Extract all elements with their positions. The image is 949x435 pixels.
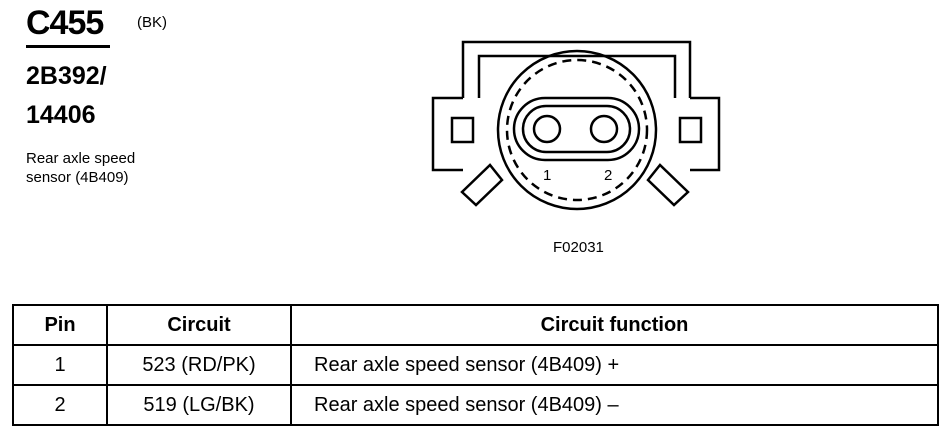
connector-description: Rear axle speed sensor (4B409) — [26, 149, 135, 187]
header-circuit-function: Circuit function — [290, 304, 939, 346]
part-number-line-2: 14406 — [26, 101, 96, 129]
right-latch-tab — [690, 96, 721, 172]
table-header-row: Pin Circuit Circuit function — [12, 304, 939, 346]
connector-body — [496, 49, 658, 211]
housing-bracket-inner — [477, 54, 677, 98]
table-row: 2 519 (LG/BK) Rear axle speed sensor (4B… — [12, 384, 939, 426]
connector-color: (BK) — [137, 14, 167, 31]
figure-code: F02031 — [553, 239, 604, 256]
cell-circuit-function: Rear axle speed sensor (4B409) + — [290, 344, 939, 386]
connector-id: C455 — [26, 4, 104, 42]
connector-id-underline — [26, 45, 110, 48]
description-line-2: sensor (4B409) — [26, 169, 129, 186]
left-latch-tab — [431, 96, 463, 172]
description-line-1: Rear axle speed — [26, 150, 136, 167]
pin-2-label: 2 — [604, 167, 612, 184]
pin-1-label: 1 — [543, 167, 551, 184]
part-number-line-1: 2B392/ — [26, 62, 107, 90]
cell-circuit: 523 (RD/PK) — [106, 344, 292, 386]
header-pin: Pin — [12, 304, 108, 346]
cell-pin: 1 — [12, 344, 108, 386]
pin-1 — [532, 114, 562, 144]
pin-2 — [589, 114, 619, 144]
connector-body-dashed — [505, 58, 649, 202]
header-circuit: Circuit — [106, 304, 292, 346]
cell-pin: 2 — [12, 384, 108, 426]
housing-bracket-outer — [461, 40, 692, 98]
cell-circuit-function: Rear axle speed sensor (4B409) – — [290, 384, 939, 426]
left-lower-wedge — [460, 163, 504, 207]
cell-circuit: 519 (LG/BK) — [106, 384, 292, 426]
right-latch-window — [678, 116, 703, 144]
left-latch-window — [450, 116, 475, 144]
connector-face-diagram: 1 2 — [431, 40, 721, 211]
pin-cavity-outer — [512, 96, 641, 162]
pin-cavity-inner — [521, 104, 632, 154]
pin-table: Pin Circuit Circuit function 1 523 (RD/P… — [12, 304, 939, 426]
right-lower-wedge — [646, 163, 690, 207]
table-row: 1 523 (RD/PK) Rear axle speed sensor (4B… — [12, 344, 939, 386]
